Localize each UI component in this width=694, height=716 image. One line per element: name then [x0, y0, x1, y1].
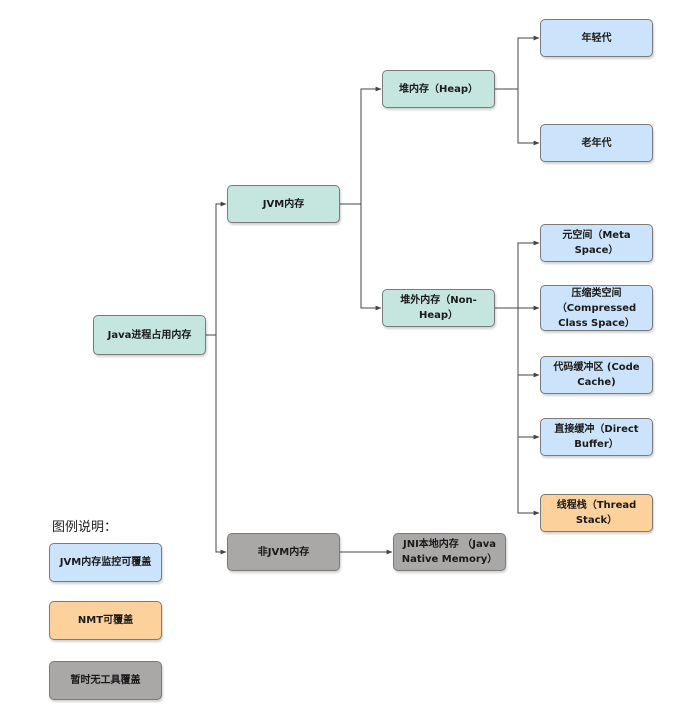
- node-thread-stack: 线程栈（Thread Stack）: [540, 494, 653, 532]
- node-non-heap: 堆外内存（Non-Heap）: [382, 289, 495, 327]
- node-label: 非JVM内存: [257, 546, 310, 558]
- node-label: 老年代: [581, 137, 612, 149]
- edge-nonheap-direct: [517, 308, 540, 440]
- node-heap: 堆内存（Heap）: [382, 70, 495, 108]
- legend-title: 图例说明：: [52, 520, 118, 535]
- node-jvm-memory: JVM内存: [227, 185, 340, 223]
- node-label: JVM内存: [262, 198, 305, 210]
- node-metaspace: 元空间（Meta Space）: [540, 224, 653, 262]
- node-label: 堆内存（Heap）: [398, 83, 479, 95]
- legend-nmt: NMT可覆盖: [49, 601, 162, 640]
- node-label: 压缩类空间（Compressed Class Space）: [556, 287, 637, 329]
- edge-nonheap-code: [517, 308, 540, 378]
- legend-label: NMT可覆盖: [77, 615, 134, 626]
- edge-root-jvm: [206, 201, 227, 336]
- node-label: 堆外内存（Non-Heap）: [400, 295, 477, 321]
- node-code-cache: 代码缓冲区 (Code Cache): [540, 356, 653, 394]
- node-direct-buffer: 直接缓冲（Direct Buffer）: [540, 418, 653, 456]
- node-java-process-memory: Java进程占用内存: [93, 315, 206, 355]
- node-jni-native-memory: JNI本地内存 （Java Native Memory）: [393, 533, 506, 571]
- node-label: 直接缓冲（Direct Buffer）: [554, 424, 639, 450]
- node-label: 代码缓冲区 (Code Cache): [553, 362, 640, 388]
- edge-heap-young: [495, 35, 540, 90]
- legend-label: JVM内存监控可覆盖: [59, 557, 152, 568]
- node-label: Java进程占用内存: [107, 329, 192, 341]
- edge-nonheap-thread: [517, 308, 540, 516]
- legend-label: 暂时无工具覆盖: [70, 675, 141, 686]
- node-label: 线程栈（Thread Stack）: [556, 500, 637, 526]
- node-non-jvm-memory: 非JVM内存: [227, 533, 340, 571]
- legend-no-tool: 暂时无工具覆盖: [49, 661, 162, 700]
- node-label: 元空间（Meta Space）: [562, 230, 631, 256]
- node-young-gen: 年轻代: [540, 19, 653, 57]
- node-label: JNI本地内存 （Java Native Memory）: [401, 539, 498, 565]
- node-compressed-class-space: 压缩类空间（Compressed Class Space）: [540, 285, 653, 331]
- node-old-gen: 老年代: [540, 124, 653, 162]
- legend-jvm-monitor: JVM内存监控可覆盖: [49, 543, 162, 582]
- node-label: 年轻代: [581, 32, 612, 44]
- edge-jvm-heap: [340, 86, 382, 205]
- edge-root-nonjvm: [215, 335, 227, 555]
- edge-heap-old: [517, 89, 540, 146]
- edge-jvm-nonheap: [360, 204, 382, 311]
- edge-nonheap-meta: [495, 240, 540, 309]
